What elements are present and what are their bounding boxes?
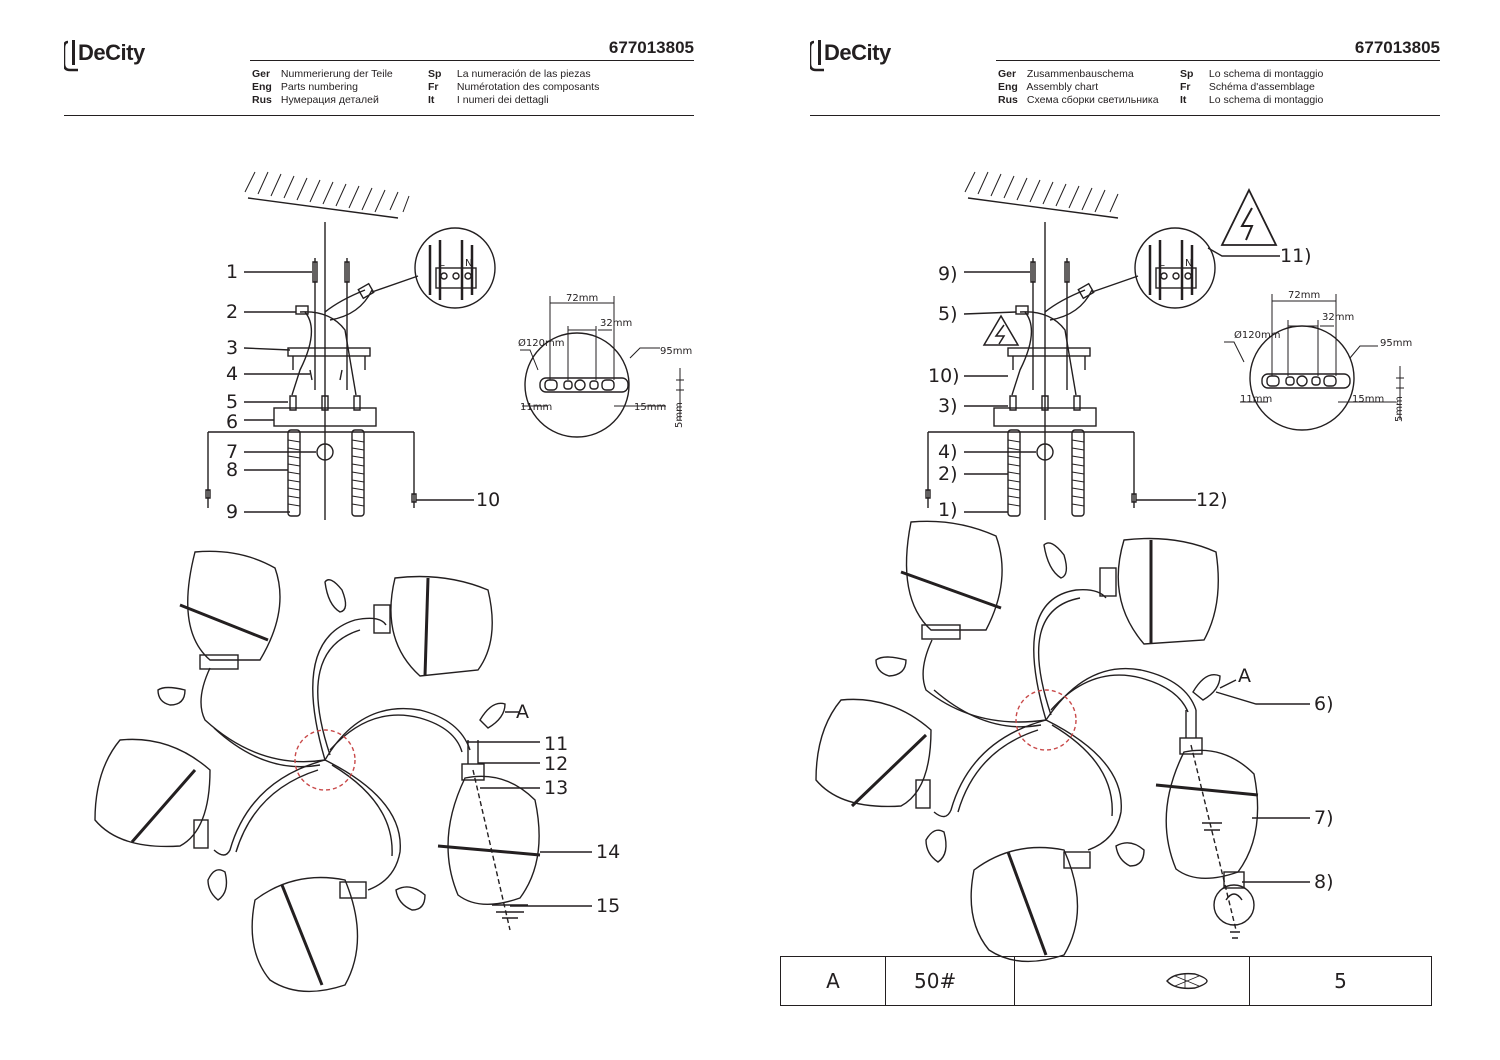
dim-32: 32mm	[600, 318, 632, 329]
dim-32: 32mm	[1322, 312, 1354, 323]
part-label: 5	[226, 391, 238, 413]
legend-qty: 5	[1334, 969, 1347, 993]
brand-name: DeCity	[818, 40, 891, 66]
part-label: 10	[476, 489, 500, 511]
glass-shade	[251, 876, 367, 993]
parts-diagram: 1 2 3 4 5 6 7 8 9 10 L N 72mm 32mm Ø120m…	[94, 171, 692, 993]
dim-120: Ø120mm	[1234, 329, 1280, 341]
dim-95: 95mm	[660, 346, 692, 357]
part-label: 7	[226, 441, 238, 463]
header-rule-bottom	[64, 115, 694, 116]
terminal-l-label: L	[439, 258, 445, 269]
right-page: DeCity 677013805 Ger Zusammenbauschema E…	[746, 0, 1496, 1060]
title-it: It Lo schema di montaggio	[1180, 94, 1324, 106]
title-it: It I numeri dei dettagli	[428, 94, 549, 106]
title-rus: Rus Схема сборки светильника	[998, 94, 1159, 106]
step-label: 7)	[1314, 807, 1334, 829]
header-rule-bottom	[810, 115, 1440, 116]
glass-shade	[437, 740, 541, 931]
title-eng: Eng Assembly chart	[998, 81, 1099, 93]
header-rule	[996, 60, 1440, 61]
light-bulb-icon	[1213, 871, 1255, 939]
electric-warning-icon	[1220, 187, 1278, 246]
terminal-n-label: N	[465, 258, 472, 269]
title-sp: Sp Lo schema di montaggio	[1180, 68, 1324, 80]
parts-legend-table: A 50# 5	[780, 956, 1432, 1006]
step-label: 1)	[938, 499, 958, 521]
dim-72: 72mm	[566, 293, 598, 304]
part-label: 11	[544, 733, 568, 755]
glass-shade	[815, 698, 932, 809]
crystal-pendant-icon	[875, 542, 1221, 867]
part-label: 1	[226, 261, 238, 283]
dim-5: 5mm	[1394, 396, 1405, 422]
dim-11: 11mm	[520, 402, 552, 413]
part-label: 12	[544, 753, 568, 775]
title-ger: Ger Nummerierung der Teile	[252, 68, 393, 80]
part-label: 8	[226, 459, 238, 481]
part-label-a: A	[1238, 665, 1251, 687]
dim-11: 11mm	[1240, 394, 1272, 405]
dim-95: 95mm	[1380, 338, 1412, 349]
step-label: 10)	[928, 365, 960, 387]
decity-logo-icon	[810, 40, 824, 72]
brand-name: DeCity	[72, 40, 145, 66]
part-label: 14	[596, 841, 620, 863]
title-fr: Fr Schéma d'assemblage	[1180, 81, 1315, 93]
ceiling-hatch	[244, 171, 410, 219]
part-label: 15	[596, 895, 620, 917]
terminal-n-label: N	[1185, 258, 1192, 269]
step-label: 5)	[938, 303, 958, 325]
legend-part: 50#	[886, 957, 1015, 1005]
part-label-a: A	[516, 701, 529, 723]
step-label: 2)	[938, 463, 958, 485]
glass-shade	[179, 550, 281, 670]
part-label: 2	[226, 301, 238, 323]
step-label: 3)	[938, 395, 958, 417]
article-number: 677013805	[608, 38, 694, 57]
part-label: 9	[226, 501, 238, 523]
left-page: DeCity 677013805 Ger Nummerierung der Te…	[64, 38, 694, 993]
title-eng: Eng Parts numbering	[252, 81, 358, 93]
glass-shade	[970, 846, 1091, 963]
glass-shade	[900, 520, 1003, 640]
legend-icon-cell	[1015, 957, 1250, 1005]
article-number: 677013805	[1354, 38, 1440, 57]
step-label: 4)	[938, 441, 958, 463]
dim-5: 5mm	[674, 402, 685, 428]
part-label: 13	[544, 777, 568, 799]
glass-shade	[373, 575, 493, 677]
step-label: 6)	[1314, 693, 1334, 715]
part-label: 3	[226, 337, 238, 359]
step-label: 12)	[1196, 489, 1228, 511]
legend-code: A	[781, 957, 886, 1005]
dim-72: 72mm	[1288, 290, 1320, 301]
dim-15: 15mm	[634, 402, 666, 413]
header-rule	[250, 60, 694, 61]
dim-120: Ø120mm	[518, 337, 564, 349]
step-label: 9)	[938, 263, 958, 285]
crystal-pendant-icon	[157, 579, 506, 911]
crystal-pendant-icon	[1166, 972, 1208, 990]
title-rus: Rus Нумерация деталей	[252, 94, 379, 106]
title-sp: Sp La numeración de las piezas	[428, 68, 591, 80]
part-label: 4	[226, 363, 238, 385]
glass-shade	[1099, 537, 1219, 645]
title-ger: Ger Zusammenbauschema	[998, 68, 1134, 80]
glass-shade	[1155, 710, 1259, 931]
assembly-diagram: 9) 5) 10) 3) 4) 2) 1) 11) 12) L N 72mm 3…	[815, 171, 1412, 963]
dim-15: 15mm	[1352, 394, 1384, 405]
title-fr: Fr Numérotation des composants	[428, 81, 600, 93]
glass-shade	[94, 738, 211, 849]
terminal-l-label: L	[1159, 258, 1165, 269]
decity-logo-icon	[64, 40, 78, 72]
step-label: 11)	[1280, 245, 1312, 267]
part-label: 6	[226, 411, 238, 433]
step-label: 8)	[1314, 871, 1334, 893]
electric-warning-icon	[982, 314, 1020, 346]
